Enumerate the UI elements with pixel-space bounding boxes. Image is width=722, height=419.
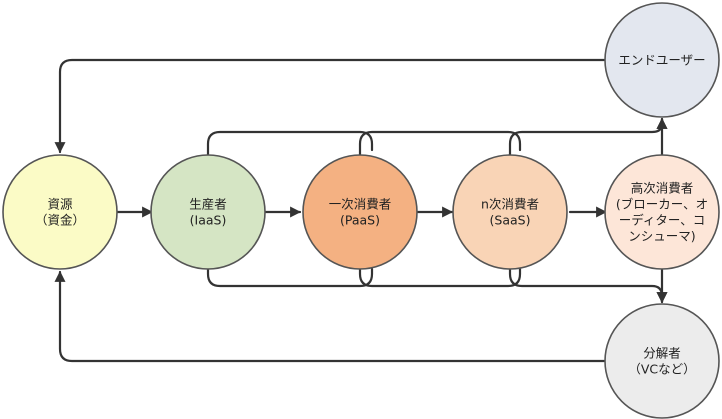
producer-node: 生産者(IaaS) <box>150 154 266 270</box>
edges <box>54 58 668 363</box>
decomposer-label-line-0: 分解者 <box>643 346 681 361</box>
primary-label-line-0: 一次消費者 <box>329 197 392 212</box>
producer-label-line-1: (IaaS) <box>190 213 227 228</box>
enduser-circle <box>604 2 720 118</box>
nth-label-line-0: n次消費者 <box>481 197 539 212</box>
edge-bypass-bottom-2 <box>358 267 522 288</box>
higher-circle <box>604 154 720 270</box>
edge-bypass-top-2 <box>358 130 522 157</box>
edge-decomposer-to-funds <box>54 270 606 363</box>
edge-bypass-bottom-1 <box>206 267 374 288</box>
funds-circle <box>2 154 118 270</box>
enduser-label-line-0: エンドユーザー <box>618 53 705 68</box>
funds-node: 資源（資金） <box>2 154 118 270</box>
funds-label-line-0: 資源 <box>47 197 73 212</box>
edge-enduser-to-funds <box>54 58 606 154</box>
funds-label-line-1: （資金） <box>35 213 85 228</box>
decomposer-circle <box>604 303 720 419</box>
higher-label-line-1: (ブローカー、オ <box>616 197 708 212</box>
higher-label-line-3: ンシューマ) <box>628 229 695 244</box>
edge-bypass-top-3 <box>508 117 668 157</box>
producer-label-line-0: 生産者 <box>189 197 227 212</box>
decomposer-label-line-1: （VCなど） <box>628 362 695 377</box>
producer-circle <box>150 154 266 270</box>
primary-circle <box>302 154 418 270</box>
edge-bypass-top-1 <box>206 130 374 157</box>
nth-circle <box>452 154 568 270</box>
higher-label-line-2: ーディター、コ <box>619 213 706 228</box>
nth-consumer-node: n次消費者(SaaS) <box>452 154 568 270</box>
end-user-node: エンドユーザー <box>604 2 720 118</box>
decomposer-node: 分解者（VCなど） <box>604 303 720 419</box>
nth-label-line-1: (SaaS) <box>490 213 531 228</box>
primary-consumer-node: 一次消費者(PaaS) <box>302 154 418 270</box>
edge-bypass-bottom-3 <box>508 267 668 304</box>
primary-label-line-1: (PaaS) <box>340 213 380 228</box>
higher-label-line-0: 高次消費者 <box>631 181 694 196</box>
